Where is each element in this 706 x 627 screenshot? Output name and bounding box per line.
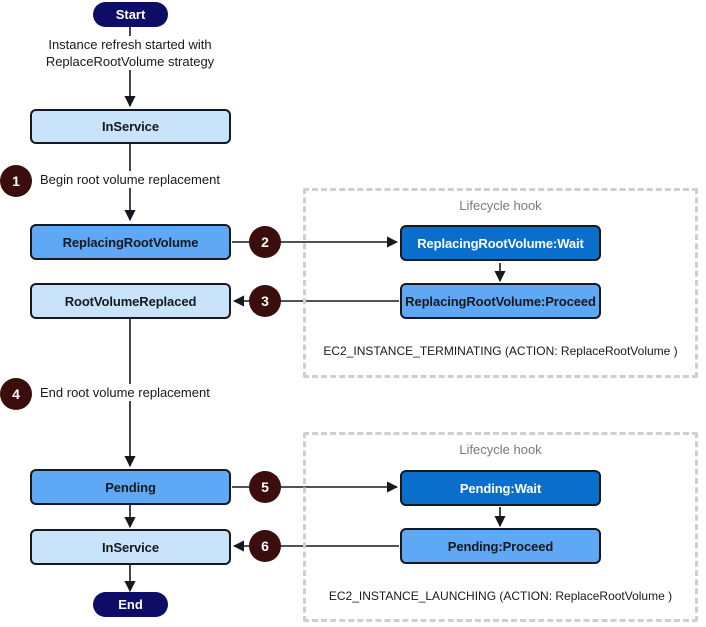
- state-inservice-top[interactable]: InService: [30, 109, 231, 144]
- step-badge-5[interactable]: 5: [249, 471, 281, 503]
- lifecycle-hook-launching-title: Lifecycle hook: [459, 442, 542, 457]
- step-badge-2[interactable]: 2: [249, 226, 281, 258]
- state-replacingrootvolume[interactable]: ReplacingRootVolume: [30, 224, 231, 260]
- state-pending-proceed[interactable]: Pending:Proceed: [400, 528, 601, 564]
- step-badge-1[interactable]: 1: [0, 165, 32, 197]
- lifecycle-hook-terminating-caption: EC2_INSTANCE_TERMINATING (ACTION: Replac…: [323, 344, 678, 358]
- edge-label-start-to-inservice-line1: Instance refresh started with: [20, 36, 240, 53]
- terminal-start[interactable]: Start: [93, 2, 168, 27]
- step-badge-6[interactable]: 6: [249, 530, 281, 562]
- state-replacingrootvolume-wait[interactable]: ReplacingRootVolume:Wait: [400, 225, 601, 261]
- edge-label-end-root-volume-replacement: End root volume replacement: [40, 384, 240, 401]
- edge-label-begin-root-volume-replacement: Begin root volume replacement: [40, 171, 240, 188]
- state-inservice-bottom[interactable]: InService: [30, 529, 231, 565]
- edge-label-start-to-inservice-line2: ReplaceRootVolume strategy: [20, 53, 240, 70]
- lifecycle-hook-launching-box: [303, 432, 698, 622]
- lifecycle-hook-terminating-box: [303, 188, 698, 378]
- state-pending[interactable]: Pending: [30, 469, 231, 505]
- terminal-end[interactable]: End: [93, 592, 168, 617]
- step-badge-3[interactable]: 3: [249, 285, 281, 317]
- state-replacingrootvolume-proceed[interactable]: ReplacingRootVolume:Proceed: [400, 283, 601, 319]
- lifecycle-hook-terminating-title: Lifecycle hook: [459, 198, 542, 213]
- state-rootvolumereplaced[interactable]: RootVolumeReplaced: [30, 283, 231, 319]
- state-pending-wait[interactable]: Pending:Wait: [400, 470, 601, 506]
- step-badge-4[interactable]: 4: [0, 378, 32, 410]
- lifecycle-hook-launching-caption: EC2_INSTANCE_LAUNCHING (ACTION: ReplaceR…: [328, 589, 673, 603]
